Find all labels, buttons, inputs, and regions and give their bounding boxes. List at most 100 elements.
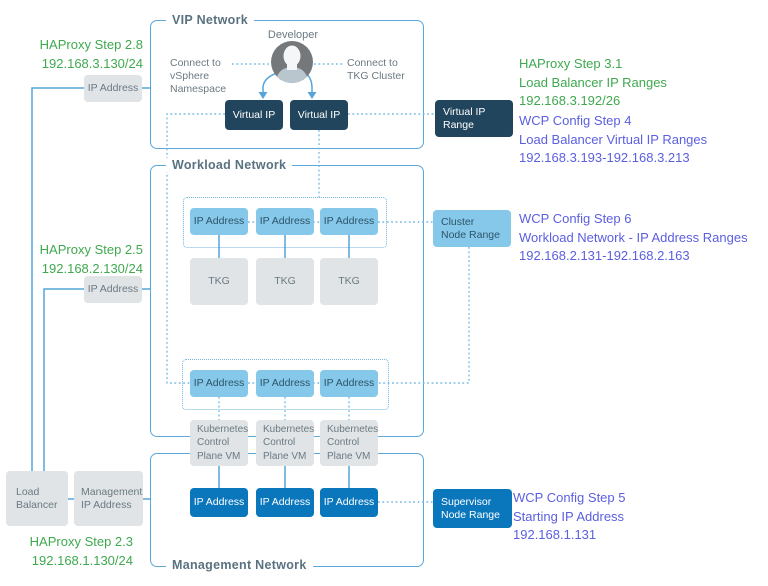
k8s-line: Control: [197, 437, 230, 449]
annotation-line: WCP Config Step 6: [519, 211, 632, 226]
annotation-line: 192.168.2.131-192.168.2.163: [519, 248, 690, 263]
connect-vsphere-label: Connect to vSphere Namespace: [170, 57, 226, 96]
k8s-line: Control: [327, 437, 360, 449]
management-network-label: Management Network: [166, 558, 313, 572]
workload-network-label: Workload Network: [166, 158, 293, 172]
annotation-line: HAProxy Step 2.3: [29, 534, 133, 549]
tkg-label: TKG: [208, 275, 230, 287]
management-ip-line: IP Address: [81, 498, 132, 511]
ip-address-label: IP Address: [323, 496, 375, 508]
supervisor-node-range-line: Supervisor: [441, 495, 492, 508]
annotation-line: WCP Config Step 4: [519, 113, 632, 128]
annotation-line: HAProxy Step 2.5: [39, 242, 143, 257]
annotation-line: Starting IP Address: [513, 508, 625, 524]
annotation-wcp-step-4: WCP Config Step 4 Load Balancer Virtual …: [519, 112, 707, 168]
load-balancer-line: Load: [16, 485, 40, 498]
ip-address-label: IP Address: [193, 215, 245, 227]
annotation-line: 192.168.3.130/24: [41, 55, 143, 71]
annotation-wcp-step-6: WCP Config Step 6 Workload Network - IP …: [519, 210, 748, 266]
ip-address-label: IP Address: [323, 377, 375, 389]
connect-vsphere-line: Namespace: [170, 83, 227, 95]
annotation-line: 192.168.2.130/24: [41, 260, 143, 276]
k8s-control-plane-box-3: Kubernetes Control Plane VM: [320, 420, 378, 466]
annotation-line: 192.168.3.192/26: [519, 93, 621, 108]
virtual-ip-range-line: Range: [443, 118, 474, 131]
annotation-line: Workload Network - IP Address Ranges: [519, 229, 748, 245]
workload-ip-box-1: IP Address: [190, 370, 248, 397]
ip-address-label: IP Address: [193, 496, 245, 508]
workload-ip-box-2: IP Address: [256, 370, 314, 397]
ip-address-label: IP Address: [87, 82, 139, 94]
cluster-node-range-line: Node Range: [441, 228, 500, 241]
management-ip-box: Management IP Address: [74, 471, 143, 526]
ip-address-label: IP Address: [259, 215, 311, 227]
virtual-ip-box-2: Virtual IP: [290, 100, 348, 130]
annotation-haproxy-2-5: HAProxy Step 2.5 192.168.2.130/24: [20, 241, 143, 278]
cluster-ip-box-2: IP Address: [256, 208, 314, 235]
connect-tkg-line: TKG Cluster: [347, 70, 405, 82]
tkg-box-1: TKG: [190, 258, 248, 305]
virtual-ip-range-line: Virtual IP: [443, 105, 486, 118]
vip-network-label: VIP Network: [166, 13, 255, 27]
ip-address-label: IP Address: [193, 377, 245, 389]
virtual-ip-label: Virtual IP: [232, 108, 276, 121]
k8s-control-plane-box-2: Kubernetes Control Plane VM: [256, 420, 314, 466]
load-balancer-line: Balancer: [16, 498, 58, 511]
annotation-haproxy-2-8: HAProxy Step 2.8 192.168.3.130/24: [20, 36, 143, 73]
k8s-control-plane-box-1: Kubernetes Control Plane VM: [190, 420, 248, 466]
connect-tkg-label: Connect to TKG Cluster: [347, 57, 405, 83]
annotation-line: HAProxy Step 2.8: [39, 37, 143, 52]
annotation-line: 192.168.1.130/24: [31, 552, 133, 568]
annotation-line: WCP Config Step 5: [513, 490, 626, 505]
mgmt-ip-box-1: IP Address: [190, 488, 248, 517]
cluster-ip-box-1: IP Address: [190, 208, 248, 235]
annotation-line: 192.168.1.131: [513, 527, 597, 542]
annotation-haproxy-3-1: HAProxy Step 3.1 Load Balancer IP Ranges…: [519, 55, 667, 111]
k8s-line: Plane VM: [263, 450, 307, 462]
virtual-ip-box-1: Virtual IP: [225, 100, 283, 130]
cluster-ip-box-3: IP Address: [320, 208, 378, 235]
arrow-down-icon: [258, 92, 317, 99]
annotation-line: Load Balancer Virtual IP Ranges: [519, 131, 708, 147]
connect-vsphere-line: Connect to: [170, 57, 221, 69]
k8s-line: Kubernetes: [327, 423, 379, 435]
virtual-ip-range-box: Virtual IP Range: [435, 100, 513, 137]
tkg-label: TKG: [274, 275, 296, 287]
annotation-wcp-step-5: WCP Config Step 5 Starting IP Address 19…: [513, 489, 625, 545]
k8s-line: Kubernetes: [263, 423, 315, 435]
annotation-line: Load Balancer IP Ranges: [519, 74, 667, 90]
cluster-node-range-line: Cluster: [441, 215, 475, 228]
load-balancer-box: Load Balancer: [6, 471, 68, 526]
cluster-node-range-box: Cluster Node Range: [433, 210, 511, 247]
connect-tkg-line: Connect to: [347, 57, 398, 69]
ip-address-label: IP Address: [259, 496, 311, 508]
k8s-line: Plane VM: [327, 450, 371, 462]
workload-ip-box-3: IP Address: [320, 370, 378, 397]
k8s-line: Plane VM: [197, 450, 241, 462]
supervisor-node-range-box: Supervisor Node Range: [433, 489, 512, 528]
virtual-ip-label: Virtual IP: [297, 108, 341, 121]
tkg-box-3: TKG: [320, 258, 378, 305]
cluster-ip-group: [183, 197, 387, 248]
tkg-box-2: TKG: [256, 258, 314, 305]
k8s-line: Control: [263, 437, 296, 449]
mgmt-ip-box-3: IP Address: [320, 488, 378, 517]
annotation-haproxy-2-3: HAProxy Step 2.3 192.168.1.130/24: [10, 533, 133, 570]
k8s-line: Kubernetes: [197, 423, 249, 435]
annotation-line: 192.168.3.193-192.168.3.213: [519, 150, 690, 165]
vip-network-box: [150, 20, 424, 149]
ip-address-box-workload: IP Address: [84, 276, 142, 303]
management-ip-line: Management: [81, 485, 143, 498]
developer-label: Developer: [267, 29, 319, 41]
mgmt-ip-box-2: IP Address: [256, 488, 314, 517]
ip-address-label: IP Address: [259, 377, 311, 389]
connect-vsphere-line: vSphere: [170, 70, 210, 82]
ip-address-label: IP Address: [323, 215, 375, 227]
ip-address-box-vip: IP Address: [84, 75, 142, 102]
supervisor-node-range-line: Node Range: [441, 508, 500, 521]
workload-ip-group: [182, 359, 389, 410]
tkg-label: TKG: [338, 275, 360, 287]
ip-address-label: IP Address: [87, 283, 139, 295]
